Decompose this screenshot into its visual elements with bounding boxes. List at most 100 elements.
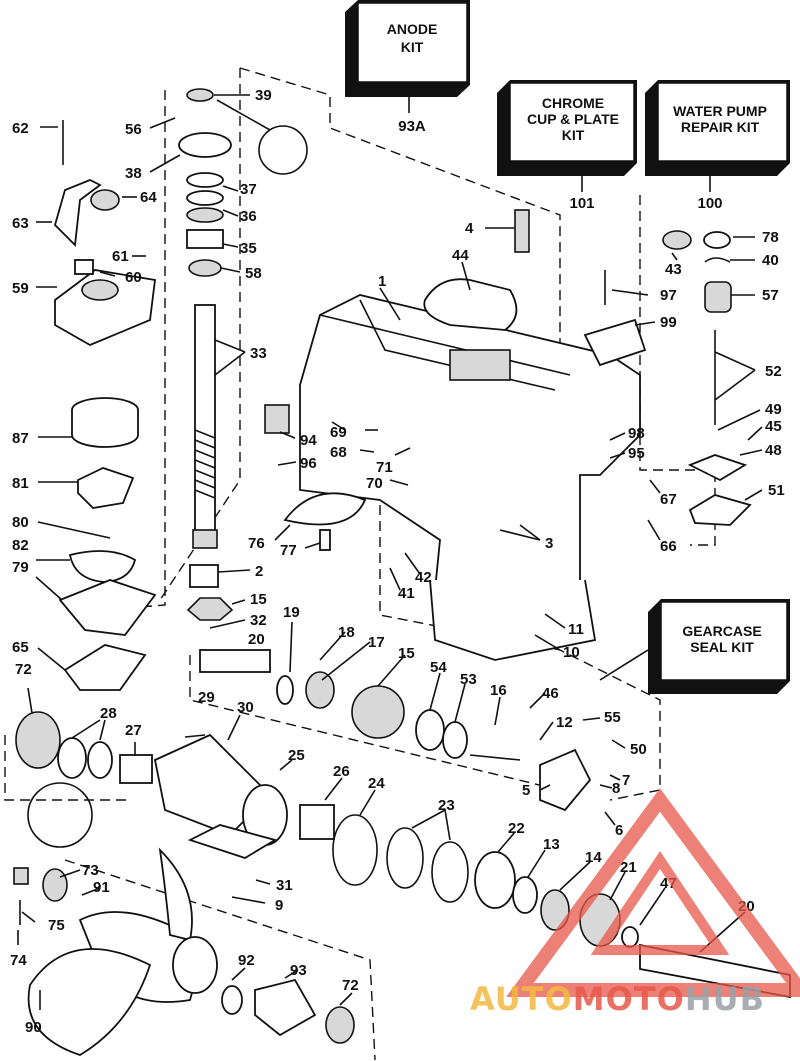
kit-anode-line1: ANODE (387, 21, 438, 37)
callout: 31 (276, 877, 293, 894)
callout: 55 (604, 709, 621, 726)
kit-chrome-line2: CUP & PLATE (527, 111, 619, 127)
kit-waterpump-line2: REPAIR KIT (681, 119, 760, 135)
callout: 3 (545, 535, 553, 552)
callout: 5 (522, 782, 530, 799)
callout: 98 (628, 425, 645, 442)
kit-labels: ANODE KIT 93A CHROME CUP & PLATE KIT 101… (387, 21, 767, 655)
callout: 14 (585, 849, 602, 866)
callout: 59 (12, 280, 29, 297)
callout: 73 (82, 862, 99, 879)
callout: 94 (300, 432, 317, 449)
callout: 71 (376, 459, 393, 476)
callout: 65 (12, 639, 29, 656)
callout: 50 (630, 741, 647, 758)
callout: 72 (15, 661, 32, 678)
callout: 4 (465, 220, 474, 237)
callout: 48 (765, 442, 782, 459)
callout: 1 (378, 273, 386, 290)
kit-chrome-line3: KIT (562, 127, 585, 143)
watermark-logo (506, 788, 800, 997)
gearcase-housing (299, 294, 641, 661)
callout: 82 (12, 537, 29, 554)
callout: 20 (248, 631, 265, 648)
callout: 54 (430, 659, 447, 676)
kit-chrome-ref: 101 (569, 195, 594, 212)
kit-waterpump-ref: 100 (697, 195, 722, 212)
callout: 39 (255, 87, 272, 104)
callout: 77 (280, 542, 297, 559)
callout: 25 (288, 747, 305, 764)
callout: 18 (338, 624, 355, 641)
callout: 19 (283, 604, 300, 621)
callout: 37 (240, 181, 257, 198)
callout: 46 (542, 685, 559, 702)
callout: 21 (620, 859, 637, 876)
callout: 68 (330, 444, 347, 461)
kit-gearcase-line2: SEAL KIT (690, 639, 754, 655)
callout: 40 (762, 252, 779, 269)
callout: 10 (563, 644, 580, 661)
watermark-auto: AUTO (470, 980, 573, 1018)
kit-gearcase-line1: GEARCASE (682, 623, 761, 639)
callout: 15 (398, 645, 415, 662)
callout: 63 (12, 215, 29, 232)
callout: 66 (660, 538, 677, 555)
callout: 79 (12, 559, 29, 576)
callout: 41 (398, 585, 415, 602)
callout: 11 (568, 621, 584, 638)
callout: 78 (762, 229, 779, 246)
callout: 96 (300, 455, 317, 472)
propeller (27, 847, 218, 1056)
callout: 42 (415, 569, 432, 586)
callout: 90 (25, 1019, 42, 1036)
callout: 29 (198, 689, 215, 706)
callout: 60 (125, 269, 142, 286)
callout: 36 (240, 208, 257, 225)
kit-anode-line2: KIT (401, 39, 424, 55)
callout: 56 (125, 121, 142, 138)
kit-anode-ref: 93A (398, 118, 426, 135)
callout: 22 (508, 820, 525, 837)
callout: 43 (665, 261, 682, 278)
callout: 6 (615, 822, 623, 839)
callout: 16 (490, 682, 507, 699)
callout: 51 (768, 482, 785, 499)
watermark-text: AUTOMOTOHUB (470, 980, 790, 1020)
watermark-moto: MOTO (572, 980, 685, 1018)
callout: 53 (460, 671, 477, 688)
leader-lines (17, 94, 763, 1010)
callout: 24 (368, 775, 385, 792)
callout: 91 (93, 879, 110, 896)
callout: 33 (250, 345, 267, 362)
kit-waterpump-line1: WATER PUMP (673, 103, 767, 119)
callout: 67 (660, 491, 677, 508)
callout: 12 (556, 714, 573, 731)
callout: 64 (140, 189, 157, 206)
callout: 72 (342, 977, 359, 994)
callout: 52 (765, 363, 782, 380)
callout: 93 (290, 962, 307, 979)
callout: 32 (250, 612, 267, 629)
callout: 30 (237, 699, 254, 716)
callout: 35 (240, 240, 257, 257)
callout: 74 (10, 952, 27, 969)
callout: 70 (366, 475, 383, 492)
callout: 76 (248, 535, 265, 552)
kit-box-anode (345, 0, 470, 97)
driveshaft (192, 304, 218, 549)
callout: 2 (255, 563, 263, 580)
callout: 57 (762, 287, 779, 304)
callout: 8 (612, 780, 620, 797)
callout: 27 (125, 722, 142, 739)
kit-box-gearcase (648, 599, 790, 694)
callout: 62 (12, 120, 29, 137)
callout: 97 (660, 287, 677, 304)
callout: 15 (250, 591, 267, 608)
callout: 9 (275, 897, 283, 914)
callout: 13 (543, 836, 560, 853)
kit-chrome-line1: CHROME (542, 95, 604, 111)
watermark-hub: HUB (684, 980, 766, 1018)
callout-labels: 39 62 56 38 37 64 36 63 35 61 60 58 59 3… (10, 87, 785, 1036)
